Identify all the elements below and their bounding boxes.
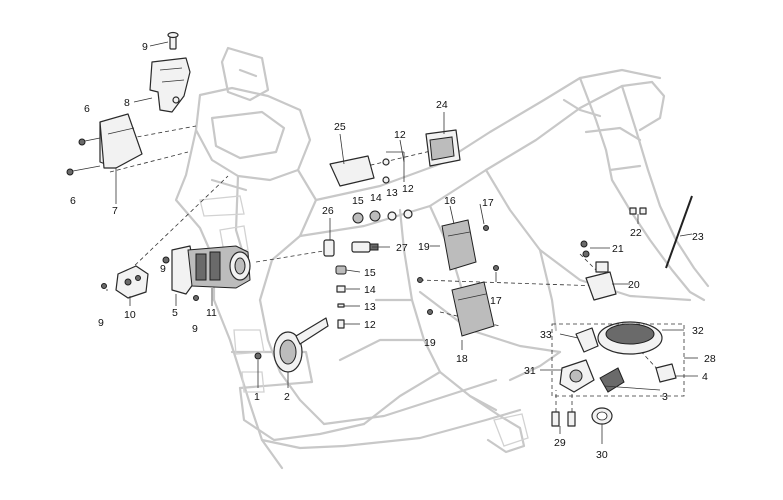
screw-17 [493, 265, 499, 271]
callout-9-bracket: 9 [160, 263, 166, 275]
callout-9-top: 9 [142, 41, 148, 53]
bolt-upper [78, 137, 101, 146]
callout-16: 16 [444, 195, 456, 207]
relay-bracket [329, 155, 390, 187]
callout-5: 5 [172, 307, 178, 319]
cable-rod [665, 195, 693, 269]
callout-12-lower: 12 [364, 319, 376, 331]
key-fob [599, 367, 625, 393]
callout-31: 31 [524, 365, 536, 377]
callout-4: 4 [702, 371, 708, 383]
ignition-lock [559, 359, 595, 393]
callout-23: 23 [692, 231, 704, 243]
callout-8: 8 [124, 97, 130, 109]
ignition-group-box [551, 323, 685, 397]
callout-18: 18 [456, 353, 468, 365]
ecu-bracket [149, 57, 191, 113]
screw-19b [427, 309, 433, 315]
callout-13-lower: 13 [364, 301, 376, 313]
callout-11: 11 [206, 307, 217, 319]
callout-32: 32 [692, 325, 704, 337]
callout-17-lower: 17 [490, 295, 502, 307]
screw-21b [582, 250, 590, 258]
screw-21a [580, 240, 588, 248]
horn [273, 317, 329, 373]
electronic-module-upper [441, 219, 477, 271]
callout-20: 20 [628, 279, 640, 291]
callout-22: 22 [630, 227, 642, 239]
screw-lower [193, 295, 199, 301]
callout-33: 33 [540, 329, 552, 341]
screw-bracket [162, 256, 170, 264]
callout-24: 24 [436, 99, 448, 111]
callout-19-upper: 19 [418, 241, 430, 253]
relay [115, 265, 149, 299]
callout-14-upper: 14 [370, 192, 382, 204]
callout-12-upper: 12 [394, 129, 406, 141]
callout-30: 30 [596, 449, 608, 461]
callout-3: 3 [662, 391, 668, 403]
electronic-module-lower [451, 281, 495, 337]
callout-6-upper: 6 [84, 103, 90, 115]
fuse-relay-block [425, 129, 461, 167]
callout-labels: 9 8 6 6 7 9 9 10 5 9 11 25 12 24 15 14 1… [70, 41, 716, 461]
frame-outline [174, 46, 710, 470]
grommet-stack-upper [352, 209, 413, 224]
callout-21: 21 [612, 243, 624, 255]
clips [629, 207, 647, 215]
callout-15-upper: 15 [352, 195, 364, 207]
callout-14-lower: 14 [364, 284, 376, 296]
grommet-stack-lower [335, 265, 347, 329]
screw-19a [417, 277, 423, 283]
callout-6-lower: 6 [70, 195, 76, 207]
callout-2: 2 [284, 391, 290, 403]
callout-29: 29 [554, 437, 566, 449]
callout-13-upper: 13 [386, 187, 398, 199]
callout-10: 10 [124, 309, 136, 321]
screw-16 [483, 225, 489, 231]
callout-1: 1 [254, 391, 260, 403]
lock-bolts [551, 411, 576, 427]
callout-28: 28 [704, 353, 716, 365]
abs-module [187, 245, 251, 289]
callout-19-lower: 19 [424, 337, 436, 349]
lock-washer [591, 407, 613, 425]
callout-15-lower: 15 [364, 267, 376, 279]
bolt-lower [66, 165, 101, 176]
callout-17-upper: 17 [482, 197, 494, 209]
horn-bolt [254, 352, 262, 360]
callout-25: 25 [334, 121, 346, 133]
leader-lines [106, 41, 698, 444]
callout-9-left: 9 [98, 317, 104, 329]
callout-26: 26 [322, 205, 334, 217]
callout-12-side: 12 [402, 183, 414, 195]
connector-housing [585, 261, 617, 301]
screw-relay [101, 283, 107, 289]
ignition-cover [597, 321, 663, 355]
callout-7: 7 [112, 205, 118, 217]
callout-9-lower: 9 [192, 323, 198, 335]
lock-bracket [575, 327, 599, 353]
key-switch [655, 363, 677, 383]
control-unit-box [99, 113, 143, 169]
clamp [323, 239, 335, 257]
screw-top [167, 31, 179, 50]
callout-27: 27 [396, 242, 408, 254]
